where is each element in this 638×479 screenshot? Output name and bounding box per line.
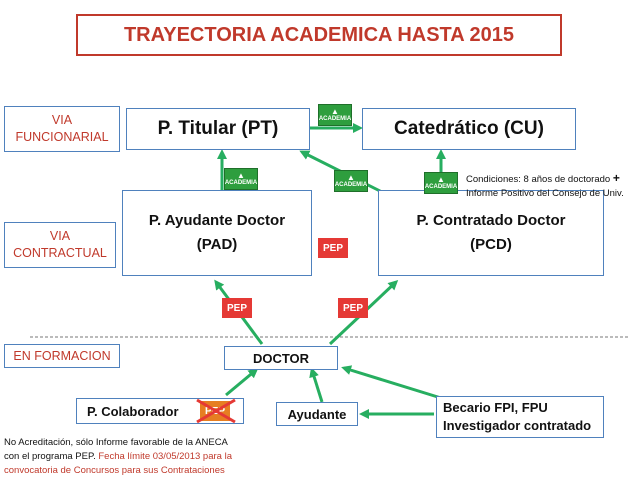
conditions-line1: Condiciones: 8 años de doctorado xyxy=(466,174,611,185)
label-via-contractual-line2: CONTRACTUAL xyxy=(13,246,107,260)
node-pad: P. Ayudante Doctor (PAD) xyxy=(122,190,312,276)
label-via-funcionarial-line2: FUNCIONARIAL xyxy=(15,130,109,144)
node-ayudante: Ayudante xyxy=(276,402,358,426)
footnote-line3: convocatoria de Concursos para sus Contr… xyxy=(4,465,225,476)
footnote-line1: No Acreditación, sólo Informe favorable … xyxy=(4,437,228,448)
node-catedratico-label: Catedrático (CU) xyxy=(394,118,544,139)
label-via-funcionarial-line1: VIA xyxy=(51,113,73,127)
node-titular-label: P. Titular (PT) xyxy=(157,118,279,139)
node-ayudante-label: Ayudante xyxy=(287,406,347,422)
conditions-line2: Informe Positivo del Consejo de Univ. xyxy=(466,188,624,199)
aneca-logo-text: ACADEMIA xyxy=(318,115,352,122)
label-en-formacion-text: EN FORMACION xyxy=(13,348,111,363)
node-doctor-label: DOCTOR xyxy=(252,350,310,366)
node-pcd-line2: (PCD) xyxy=(470,236,512,253)
node-pcd-line1: P. Contratado Doctor xyxy=(416,212,566,229)
node-pad-line1: P. Ayudante Doctor xyxy=(148,212,286,229)
footnote-line2-black: con el programa PEP. xyxy=(4,451,99,462)
node-colaborador-label: P. Colaborador xyxy=(87,403,179,419)
aneca-logo-text: ACADEMIA xyxy=(224,179,258,186)
footnote: No Acreditación, sólo Informe favorable … xyxy=(4,436,274,478)
conditions-note: Condiciones: 8 años de doctorado + Infor… xyxy=(466,171,636,201)
title-box: TRAYECTORIA ACADEMICA HASTA 2015 xyxy=(76,14,562,56)
node-pcd: P. Contratado Doctor (PCD) xyxy=(378,190,604,276)
node-titular: P. Titular (PT) xyxy=(126,108,310,150)
arrow-ayudante-to-doctor xyxy=(309,367,324,403)
page-title: TRAYECTORIA ACADEMICA HASTA 2015 xyxy=(123,23,515,46)
conditions-plus: + xyxy=(612,171,620,185)
node-pad-line2: (PAD) xyxy=(196,236,238,253)
node-catedratico: Catedrático (CU) xyxy=(362,108,576,150)
aneca-logo-pad-titular: ▲ACADEMIA xyxy=(224,168,258,190)
node-becario: Becario FPI, FPU Investigador contratado xyxy=(436,396,604,438)
aneca-logo-text: ACADEMIA xyxy=(334,181,368,188)
node-becario-line1: Becario FPI, FPU xyxy=(443,400,548,415)
pep-badge-text: PEP xyxy=(322,242,343,254)
aneca-logo-text: ACADEMIA xyxy=(424,183,458,190)
label-via-funcionarial: VIA FUNCIONARIAL xyxy=(4,106,120,152)
aneca-logo-titular-catedratico: ▲ACADEMIA xyxy=(318,104,352,126)
label-via-contractual: VIA CONTRACTUAL xyxy=(4,222,116,268)
aneca-logo-pcd-titular: ▲ACADEMIA xyxy=(334,170,368,192)
aneca-logo-pcd-catedratico: ▲ACADEMIA xyxy=(424,172,458,194)
node-becario-line2: Investigador contratado xyxy=(443,418,592,433)
arrow-becario-to-doctor xyxy=(341,365,455,404)
pep-badge-text: PEP xyxy=(342,302,363,314)
pep-badge-text: PEP xyxy=(226,302,247,314)
pep-badge-doctor-pcd: PEP xyxy=(338,298,368,318)
crossed-out-icon xyxy=(196,398,236,424)
footnote-line2-red: Fecha límite 03/05/2013 para la xyxy=(98,451,232,462)
arrow-colaborador-to-doctor xyxy=(225,368,259,397)
label-en-formacion: EN FORMACION xyxy=(4,344,120,368)
label-via-contractual-line1: VIA xyxy=(49,229,71,243)
pep-badge-pcd: PEP xyxy=(318,238,348,258)
pep-badge-doctor-pad: PEP xyxy=(222,298,252,318)
node-doctor: DOCTOR xyxy=(224,346,338,370)
